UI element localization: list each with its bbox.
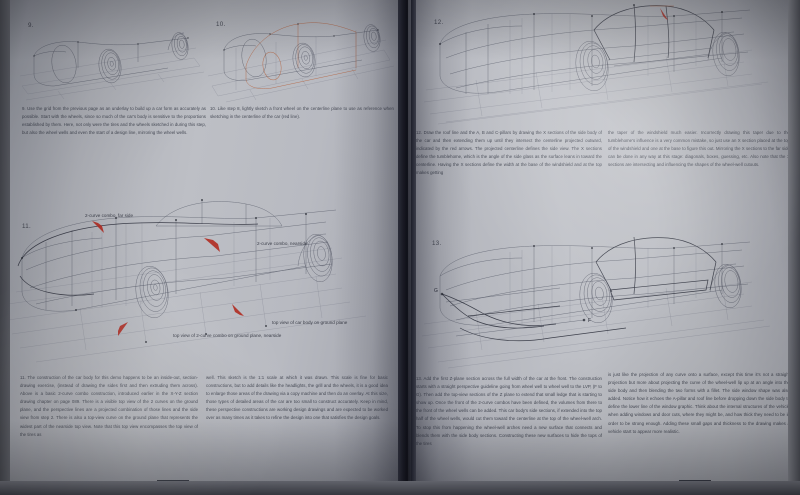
- drawing-step-9: [18, 12, 208, 104]
- caption-step-10: 10. Like step 8, lightly sketch a front …: [210, 106, 394, 120]
- step-number-10: 10.: [216, 21, 226, 28]
- caption-step-12-col1: 12. Draw the roof line and the A, B and …: [416, 130, 602, 176]
- drawing-step-10: [206, 10, 396, 105]
- drawing-step-13: G F: [420, 232, 796, 370]
- caption-step-9: 9. Use the grid from the previous page a…: [22, 106, 206, 136]
- annotation-topview-body: top view of car body on ground plane: [272, 320, 348, 325]
- caption-step-12-col2: the taper of the windshield much easier.…: [608, 130, 790, 168]
- caption-step-13-col2: is just like the projection of any curve…: [608, 372, 790, 434]
- drawing-step-12: [422, 4, 794, 126]
- annotation-2curve-nearside: 2-curve combo, nearside: [257, 241, 308, 246]
- label-point-f: F: [588, 318, 591, 324]
- caption-step-13-col1: 13. Add the first Z-plane section across…: [416, 376, 602, 446]
- right-page: 12. 12. Draw the roof line and the A, B …: [412, 0, 800, 495]
- step-number-9: 9.: [28, 22, 34, 29]
- book-spine-gutter: [398, 0, 416, 495]
- annotation-2curve-far-side: 2-curve combo, far side: [85, 213, 133, 218]
- step-number-13: 13.: [432, 240, 442, 247]
- surface-edge-right: [788, 0, 800, 495]
- label-point-g: G: [434, 288, 438, 294]
- step-number-12: 12.: [434, 19, 444, 26]
- surface-edge-bottom: [0, 481, 800, 495]
- drawing-step-11: [6, 196, 398, 368]
- step-number-11: 11.: [22, 223, 32, 230]
- caption-step-11-col1: 11. The construction of the car body for…: [20, 375, 198, 437]
- left-page: 9.: [0, 0, 404, 495]
- caption-step-11-col2: well. This sketch is the 1:1 scale at wh…: [206, 375, 388, 421]
- annotation-topview-2curve: top view of 2-curve combo on ground plan…: [173, 333, 282, 338]
- surface-edge-left: [0, 0, 10, 495]
- gutter-highlight: [408, 0, 411, 495]
